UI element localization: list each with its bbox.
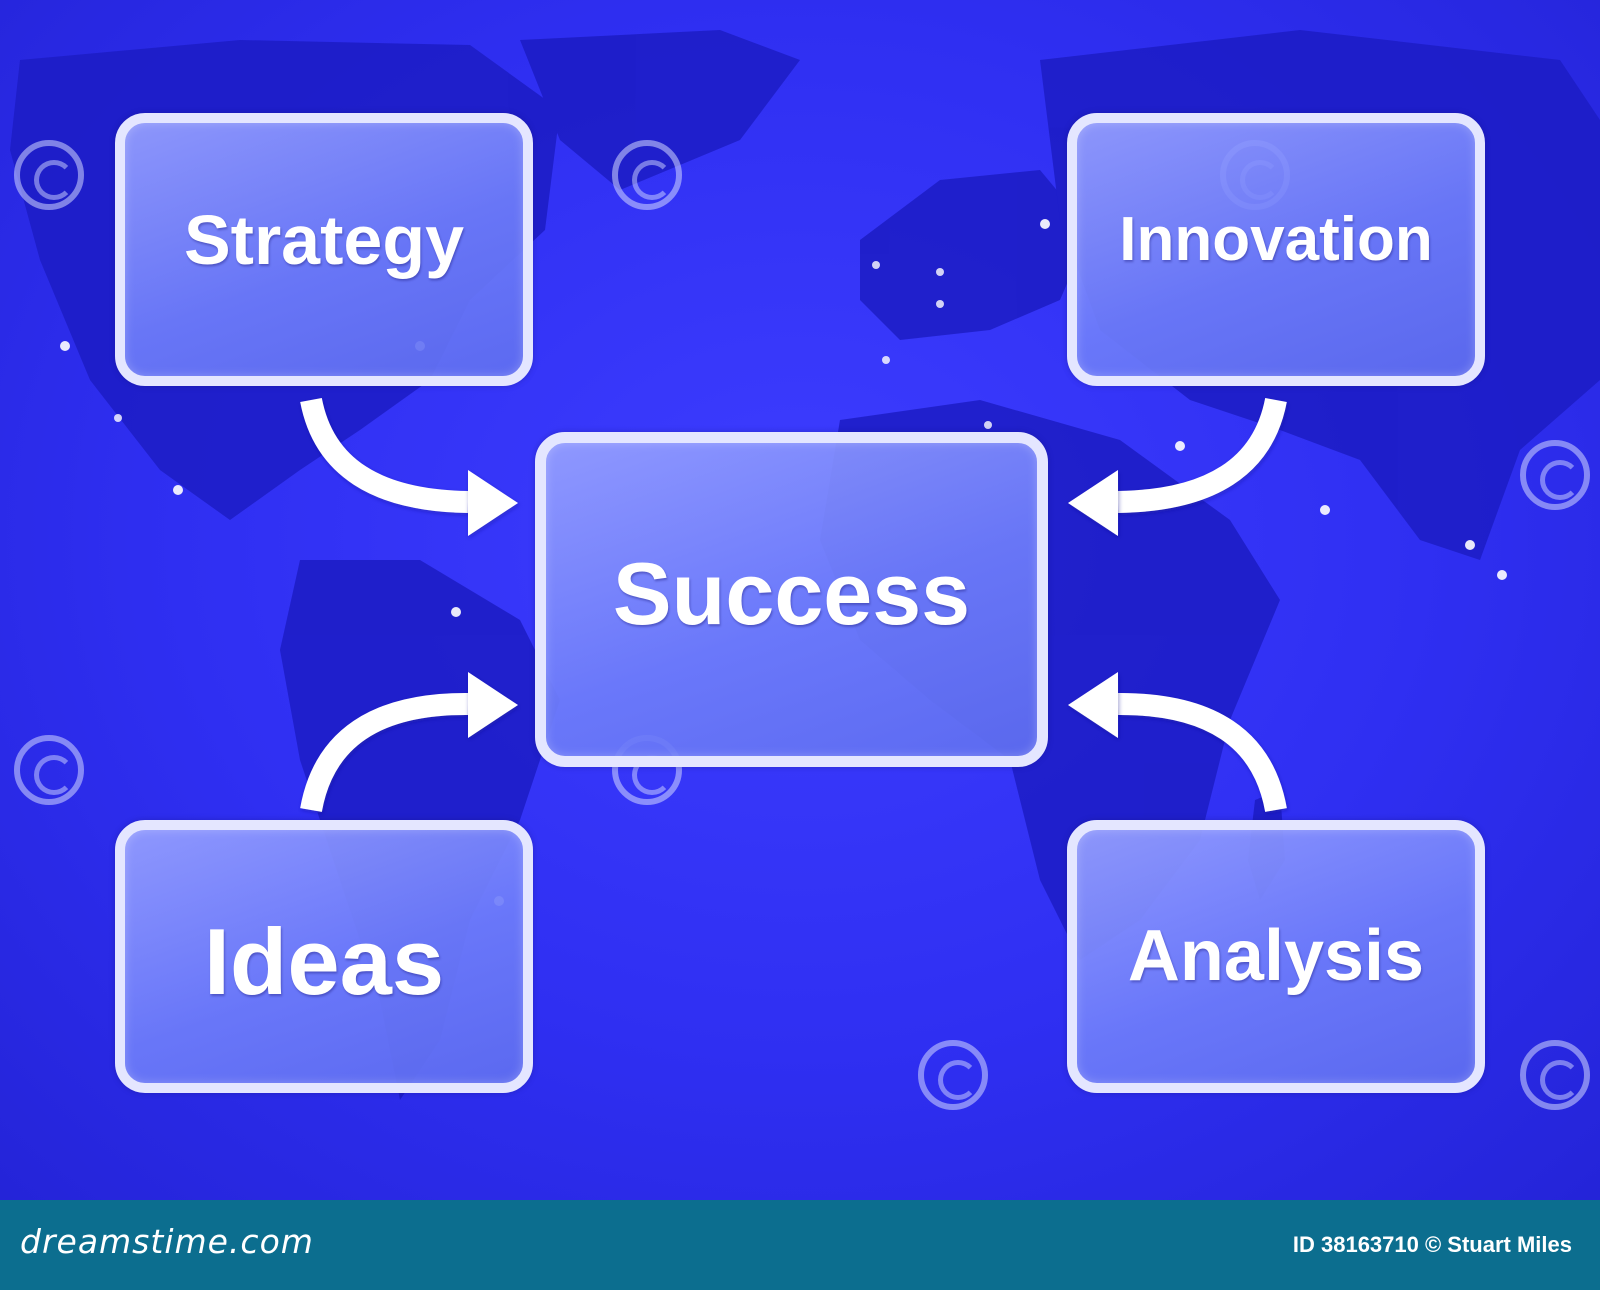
watermark-swirl-icon bbox=[1520, 440, 1590, 510]
watermark-swirl-icon bbox=[1520, 1040, 1590, 1110]
node-label: Innovation bbox=[1119, 205, 1433, 274]
arrowhead-ideas bbox=[468, 672, 518, 738]
node-ideas: Ideas bbox=[115, 820, 533, 1093]
arrow-analysis-to-success bbox=[1117, 692, 1287, 813]
node-label: Analysis bbox=[1127, 915, 1425, 996]
node-label: Ideas bbox=[203, 908, 445, 1014]
node-label: Strategy bbox=[183, 200, 465, 279]
node-innovation: Innovation bbox=[1067, 113, 1485, 386]
node-success: Success bbox=[535, 432, 1048, 767]
stock-footer-bar: dreamstime.com ID 38163710 © Stuart Mile… bbox=[0, 1200, 1600, 1290]
node-analysis: Analysis bbox=[1067, 820, 1485, 1093]
node-strategy: Strategy bbox=[115, 113, 533, 386]
footer-credit: ID 38163710 © Stuart Miles bbox=[1292, 1232, 1572, 1257]
world-map-background: Strategy Innovation Success Ideas Analys… bbox=[0, 0, 1600, 1200]
watermark-swirl-icon bbox=[14, 735, 84, 805]
arrowhead-analysis bbox=[1068, 672, 1118, 738]
arrow-innovation-to-success bbox=[1117, 397, 1287, 513]
footer-brand: dreamstime.com bbox=[20, 1222, 314, 1261]
arrow-strategy-to-success bbox=[300, 397, 469, 513]
arrows-layer bbox=[300, 397, 1287, 813]
watermark-swirl-icon bbox=[918, 1040, 988, 1110]
arrowhead-strategy bbox=[468, 470, 518, 536]
node-label: Success bbox=[612, 543, 971, 643]
arrow-ideas-to-success bbox=[300, 692, 469, 813]
watermark-swirl-icon bbox=[14, 140, 84, 210]
arrowhead-innovation bbox=[1068, 470, 1118, 536]
watermark-swirl-icon bbox=[612, 140, 682, 210]
